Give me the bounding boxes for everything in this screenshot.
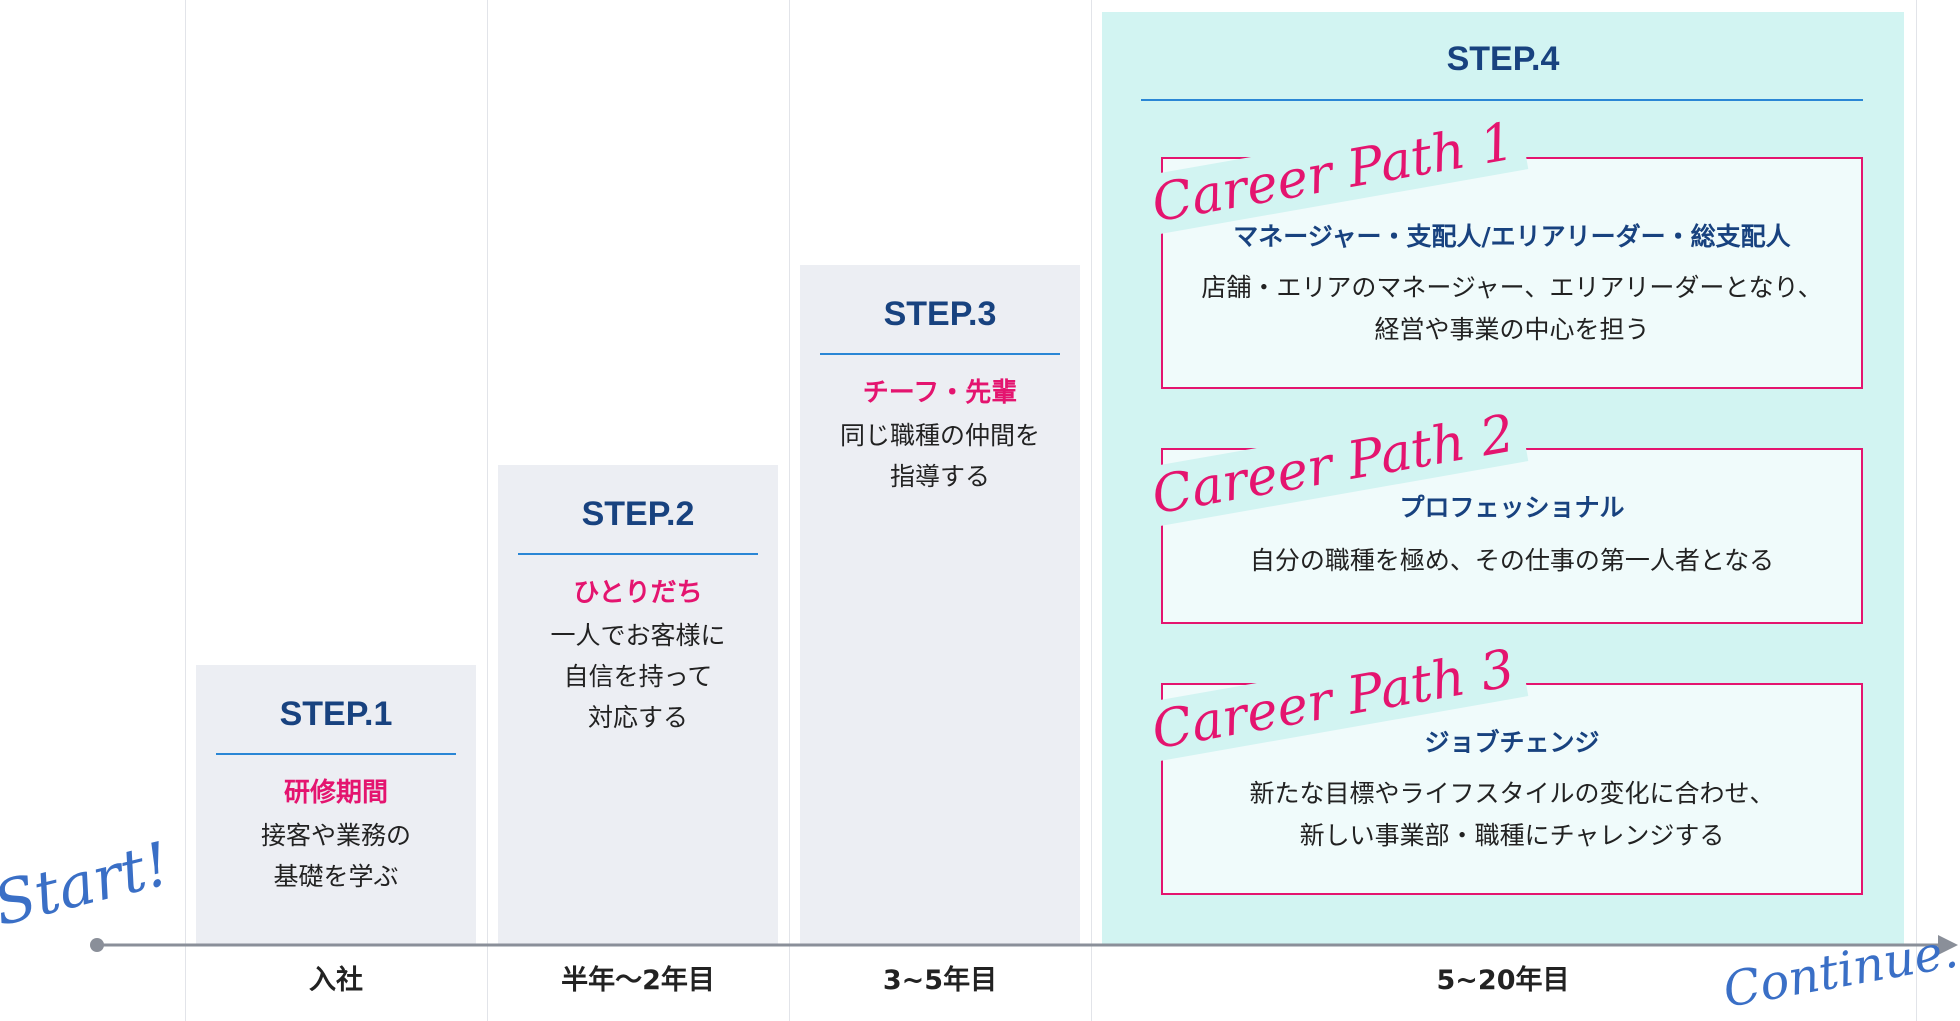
period-label-step-1: 入社 — [309, 965, 363, 996]
step-1-desc: 接客や業務の 基礎を学ぶ — [260, 821, 411, 891]
step-1-title: STEP.1 — [279, 695, 393, 733]
step-4-rule — [1141, 99, 1863, 101]
step-1-role: 研修期間 — [283, 778, 388, 808]
step-1-rule — [216, 753, 456, 755]
step-3-desc: 同じ職種の仲間を 指導する — [839, 421, 1040, 491]
period-label-step-3: 3~5年目 — [882, 965, 998, 996]
step-1-box: STEP.1 研修期間 接客や業務の 基礎を学ぶ — [196, 665, 476, 945]
step-2-box: STEP.2 ひとりだち 一人でお客様に 自信を持って 対応する — [498, 465, 778, 945]
career-path-3-title: ジョブチェンジ — [1424, 728, 1600, 757]
period-label-step-4: 5~20年目 — [1436, 965, 1570, 996]
step-2-rule — [518, 553, 758, 555]
step-3-role: チーフ・先輩 — [862, 378, 1018, 408]
column-divider — [1916, 0, 1917, 1021]
career-path-1-desc: 店舗・エリアのマネージャー、エリアリーダーとなり、 経営や事業の中心を担う — [1201, 273, 1823, 344]
step-4-title: STEP.4 — [1446, 40, 1560, 78]
step-2-desc: 一人でお客様に 自信を持って 対応する — [550, 621, 726, 732]
period-label-step-2: 半年〜2年目 — [561, 965, 715, 996]
step-3-title: STEP.3 — [883, 295, 997, 333]
step-2-role: ひとりだち — [573, 578, 703, 608]
column-divider — [185, 0, 186, 1021]
career-path-2-card: プロフェッショナル 自分の職種を極め、その仕事の第一人者となる — [1161, 448, 1863, 624]
career-path-2-desc: 自分の職種を極め、その仕事の第一人者となる — [1249, 546, 1775, 575]
career-path-2-title: プロフェッショナル — [1399, 493, 1625, 522]
career-path-3-desc: 新たな目標やライフスタイルの変化に合わせ、 新しい事業部・職種にチャレンジする — [1249, 779, 1775, 850]
column-divider — [487, 0, 488, 1021]
step-3-rule — [820, 353, 1060, 355]
step-2-title: STEP.2 — [581, 495, 695, 533]
column-divider — [1091, 0, 1092, 1021]
column-divider — [789, 0, 790, 1021]
step-3-box: STEP.3 チーフ・先輩 同じ職種の仲間を 指導する — [800, 265, 1080, 945]
career-path-1-title: マネージャー・支配人/エリアリーダー・総支配人 — [1233, 222, 1791, 251]
